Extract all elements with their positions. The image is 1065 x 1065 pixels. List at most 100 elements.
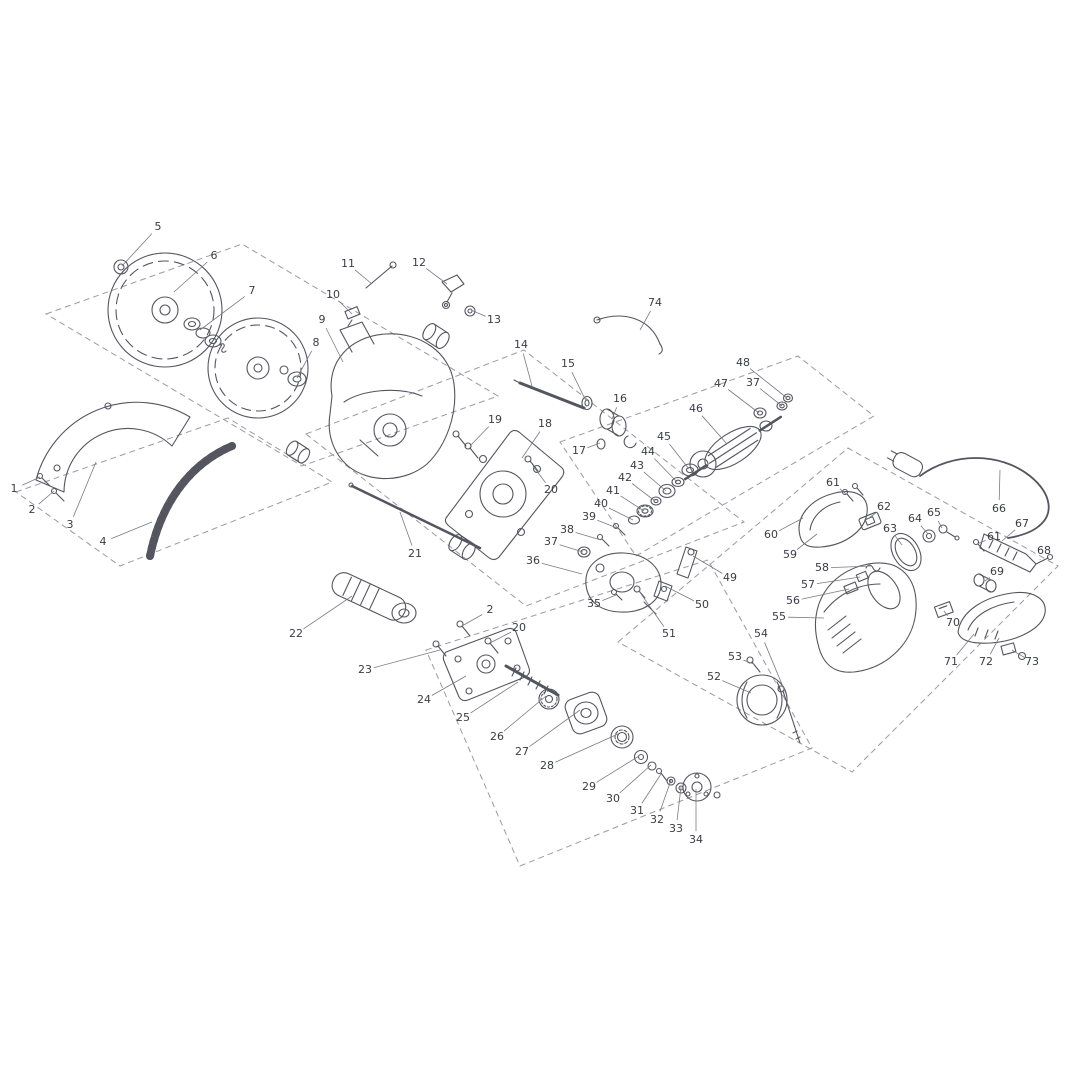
- leader-line: [989, 637, 1000, 655]
- leader-line: [701, 415, 728, 445]
- leader-lines-layer: [22, 233, 1041, 831]
- ring-48: [782, 393, 794, 403]
- part-number-label: 5: [155, 220, 162, 233]
- roller-side: [285, 440, 311, 464]
- part-number-label: 56: [786, 594, 800, 607]
- part-number-label: 65: [927, 506, 941, 519]
- part-number-label: 27: [515, 745, 529, 758]
- part-number-label: 8: [313, 336, 320, 349]
- screw-61-left: [841, 482, 864, 502]
- part-number-label: 37: [544, 535, 558, 548]
- leader-line: [339, 301, 353, 315]
- part-13: [464, 305, 476, 317]
- part-number-label: 12: [412, 256, 426, 269]
- washer-30: [647, 761, 657, 771]
- lever-rod: [365, 261, 397, 289]
- part-number-label: 7: [249, 284, 256, 297]
- leader-line: [559, 544, 584, 553]
- saw-blade-rear: [207, 317, 309, 419]
- part-number-label: 68: [1037, 544, 1051, 557]
- leader-line: [373, 649, 441, 669]
- part-number-label: 49: [723, 571, 737, 584]
- spring-wire-74: [593, 315, 663, 355]
- leader-line: [676, 786, 682, 821]
- screws-19: [452, 430, 479, 459]
- saw-blade-front: [107, 252, 223, 368]
- part-number-label: 71: [944, 655, 958, 668]
- part-number-label: 54: [754, 627, 768, 640]
- leader-line: [596, 755, 640, 783]
- parts-artwork: [35, 252, 1054, 802]
- leader-line: [764, 642, 787, 695]
- leader-line: [73, 461, 97, 517]
- part-number-label: 53: [728, 650, 742, 663]
- leader-line: [620, 495, 645, 512]
- part-number-label: 19: [488, 413, 502, 426]
- leader-line: [692, 555, 723, 574]
- leader-line: [489, 631, 512, 644]
- leader-line: [571, 371, 587, 402]
- part-number-label: 66: [992, 502, 1006, 515]
- part-number-label: 61: [987, 530, 1001, 543]
- screw-31: [655, 767, 668, 782]
- bearing-47: [753, 407, 767, 419]
- leader-line: [470, 309, 486, 317]
- part-number-label: 6: [211, 249, 218, 262]
- leader-line: [664, 585, 695, 602]
- blade-guard: [35, 401, 191, 493]
- part-number-label: 73: [1025, 655, 1039, 668]
- washer-44: [671, 476, 685, 488]
- cord-guard: [979, 533, 1037, 573]
- leader-line: [759, 388, 783, 407]
- ball-bearing: [610, 725, 634, 749]
- part-number-label: 44: [641, 445, 655, 458]
- part-number-label: 31: [630, 804, 644, 817]
- power-plug-cord: [886, 450, 1050, 539]
- leader-line: [532, 465, 546, 484]
- part-50: [653, 580, 673, 602]
- screw-39: [612, 522, 626, 536]
- part-number-label: 38: [560, 523, 574, 536]
- leader-line: [529, 709, 581, 748]
- outer-flange: [682, 772, 721, 802]
- stator: [736, 674, 788, 726]
- leader-line: [1011, 649, 1025, 658]
- screws-23: [432, 620, 499, 657]
- leader-line: [541, 562, 583, 575]
- brush-holder: [973, 573, 997, 593]
- washer-29: [633, 749, 649, 765]
- washer-42: [650, 496, 662, 506]
- cord-end: [1035, 553, 1054, 565]
- part-number-label: 14: [514, 338, 528, 351]
- part-number-label: 62: [877, 500, 891, 513]
- part-number-label: 61: [826, 476, 840, 489]
- leader-line: [469, 426, 490, 447]
- leader-line: [743, 659, 755, 665]
- switch-62: [858, 511, 882, 531]
- leader-line: [555, 733, 619, 763]
- brush-57: [855, 570, 869, 583]
- part-10: [344, 306, 361, 327]
- part-number-label: 34: [689, 833, 703, 846]
- leader-line: [816, 576, 861, 584]
- part-number-label: 28: [540, 759, 554, 772]
- leader-line: [669, 443, 690, 470]
- leader-line: [643, 471, 667, 492]
- inner-flange: [279, 365, 307, 387]
- part-number-label: 2: [487, 603, 494, 616]
- leader-line: [521, 431, 541, 459]
- washer-32: [666, 776, 676, 786]
- part-number-label: 1: [11, 482, 18, 495]
- base-plate: [444, 429, 565, 561]
- leader-line: [597, 519, 618, 529]
- field-ring: [890, 532, 922, 572]
- part-number-label: 46: [689, 402, 703, 415]
- group-box-motor-group: [617, 447, 1059, 773]
- part-number-label: 41: [606, 484, 620, 497]
- gear-plate: [442, 627, 531, 702]
- part-number-label: 69: [990, 565, 1004, 578]
- leader-line: [641, 773, 662, 804]
- leader-line: [631, 483, 656, 502]
- part-number-label: 23: [358, 663, 372, 676]
